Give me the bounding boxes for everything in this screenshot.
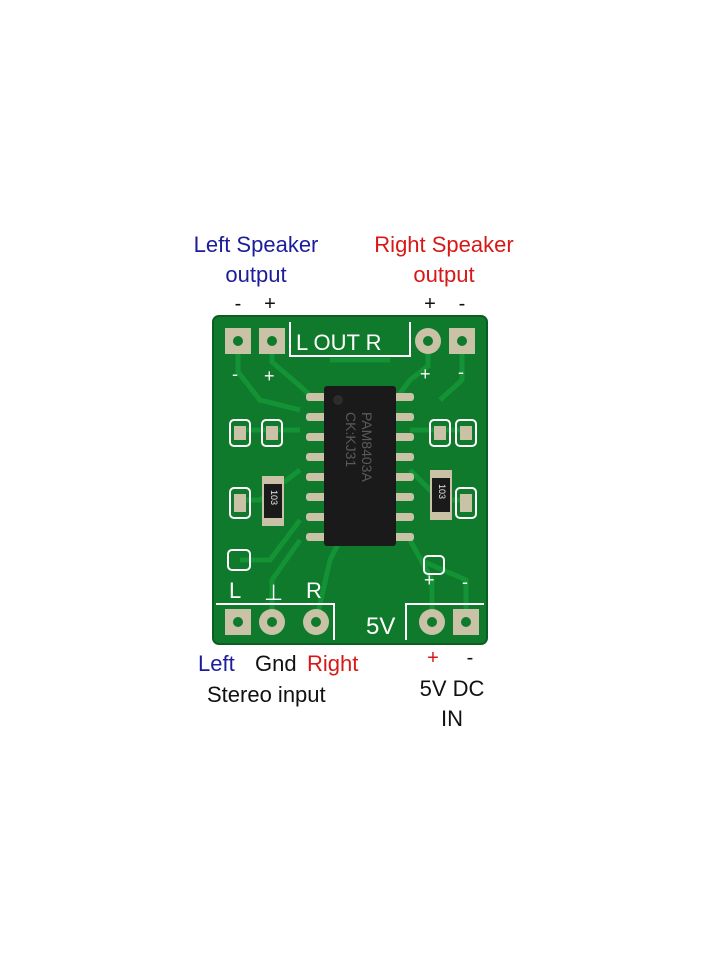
silk-out-r-minus: - xyxy=(458,362,464,382)
silk-out-r-plus: + xyxy=(420,364,431,384)
capacitor-pads xyxy=(234,426,472,512)
silk-out-minus: - xyxy=(232,364,238,384)
right-speaker-plus-label: + xyxy=(424,293,436,315)
chip-marking-line2: CK:KJ31 xyxy=(343,412,359,467)
resistor-right xyxy=(430,470,452,520)
right-speaker-minus-label: - xyxy=(458,293,466,315)
input-right-label: Right xyxy=(307,651,359,676)
silk-5v: 5V xyxy=(366,613,395,640)
stereo-input-caption: Stereo input xyxy=(207,682,326,707)
input-gnd-label: Gnd xyxy=(255,651,297,676)
right-speaker-pads xyxy=(415,328,475,354)
silk-5v-minus: - xyxy=(462,572,468,592)
amplifier-chip xyxy=(306,386,414,546)
power-caption: 5V DC xyxy=(419,676,485,701)
power-caption-line2: IN xyxy=(441,706,463,731)
resistor-left xyxy=(262,476,284,526)
left-speaker-minus-label: - xyxy=(234,293,242,315)
power-minus-label: - xyxy=(466,647,474,669)
right-speaker-label-line2: output xyxy=(413,262,475,287)
left-speaker-label: Left Speaker xyxy=(193,232,319,257)
input-left-label: Left xyxy=(198,651,235,676)
silk-in-r: R xyxy=(306,578,322,603)
silk-in-l: L xyxy=(229,578,241,603)
silk-5v-plus: + xyxy=(424,570,435,590)
silk-out-plus: + xyxy=(264,366,275,386)
power-pads xyxy=(419,609,479,635)
right-speaker-label: Right Speaker xyxy=(374,232,514,257)
capacitor-footprints xyxy=(227,419,477,575)
resistor-right-label: 103 xyxy=(437,484,447,499)
silkscreen-outlines xyxy=(216,322,484,640)
power-plus-label: + xyxy=(427,647,439,669)
resistor-left-label: 103 xyxy=(269,490,279,505)
stereo-input-pads xyxy=(225,609,329,635)
silk-out-label: L OUT R xyxy=(296,330,382,355)
left-speaker-plus-label: + xyxy=(264,293,276,315)
chip-marking-line1: PAM8403A xyxy=(359,412,375,482)
left-speaker-label-line2: output xyxy=(225,262,287,287)
left-speaker-pads xyxy=(225,328,285,354)
silk-in-gnd: ⊥ xyxy=(264,580,283,605)
